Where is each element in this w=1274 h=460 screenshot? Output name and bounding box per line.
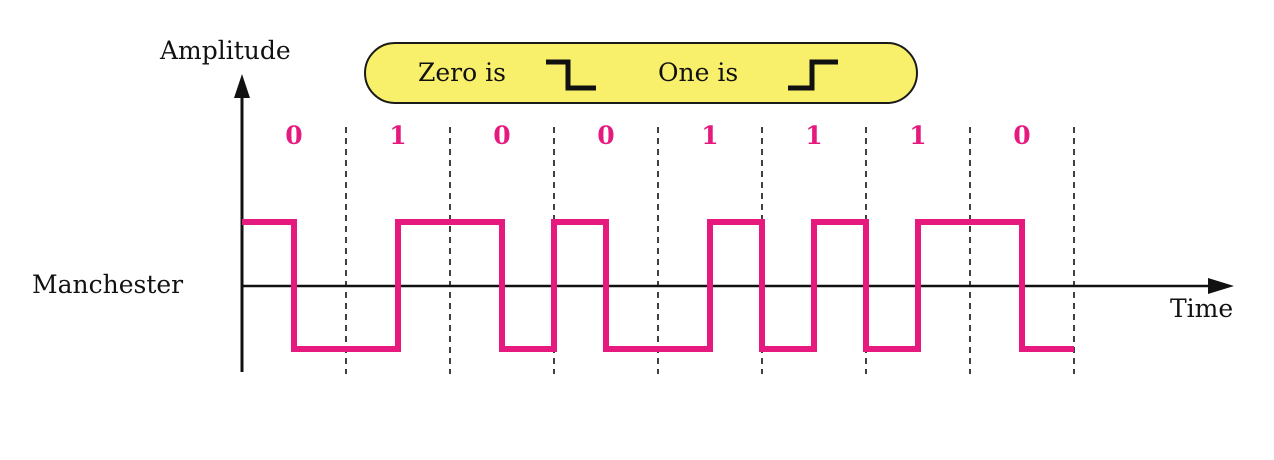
bit-label-1: 0 [285,121,303,150]
bit-label-6: 1 [805,121,823,150]
legend-zero-text: Zero is [418,58,506,87]
x-axis-label: Time [1170,294,1234,323]
bit-label-5: 1 [701,121,719,150]
falling-edge-icon [546,59,596,91]
x-axis-arrowhead [1208,278,1234,294]
bit-label-2: 1 [389,121,407,150]
bit-label-4: 0 [597,121,615,150]
signal-label: Manchester [32,270,184,299]
encoding-legend: Zero is One is [364,42,918,104]
bit-label-3: 0 [493,121,511,150]
legend-one-text: One is [658,58,739,87]
y-axis-arrowhead [234,74,250,98]
bit-label-8: 0 [1013,121,1031,150]
manchester-signal-waveform [242,219,1074,352]
rising-edge-icon [788,59,838,91]
bit-label-7: 1 [909,121,927,150]
y-axis-label: Amplitude [160,36,291,65]
